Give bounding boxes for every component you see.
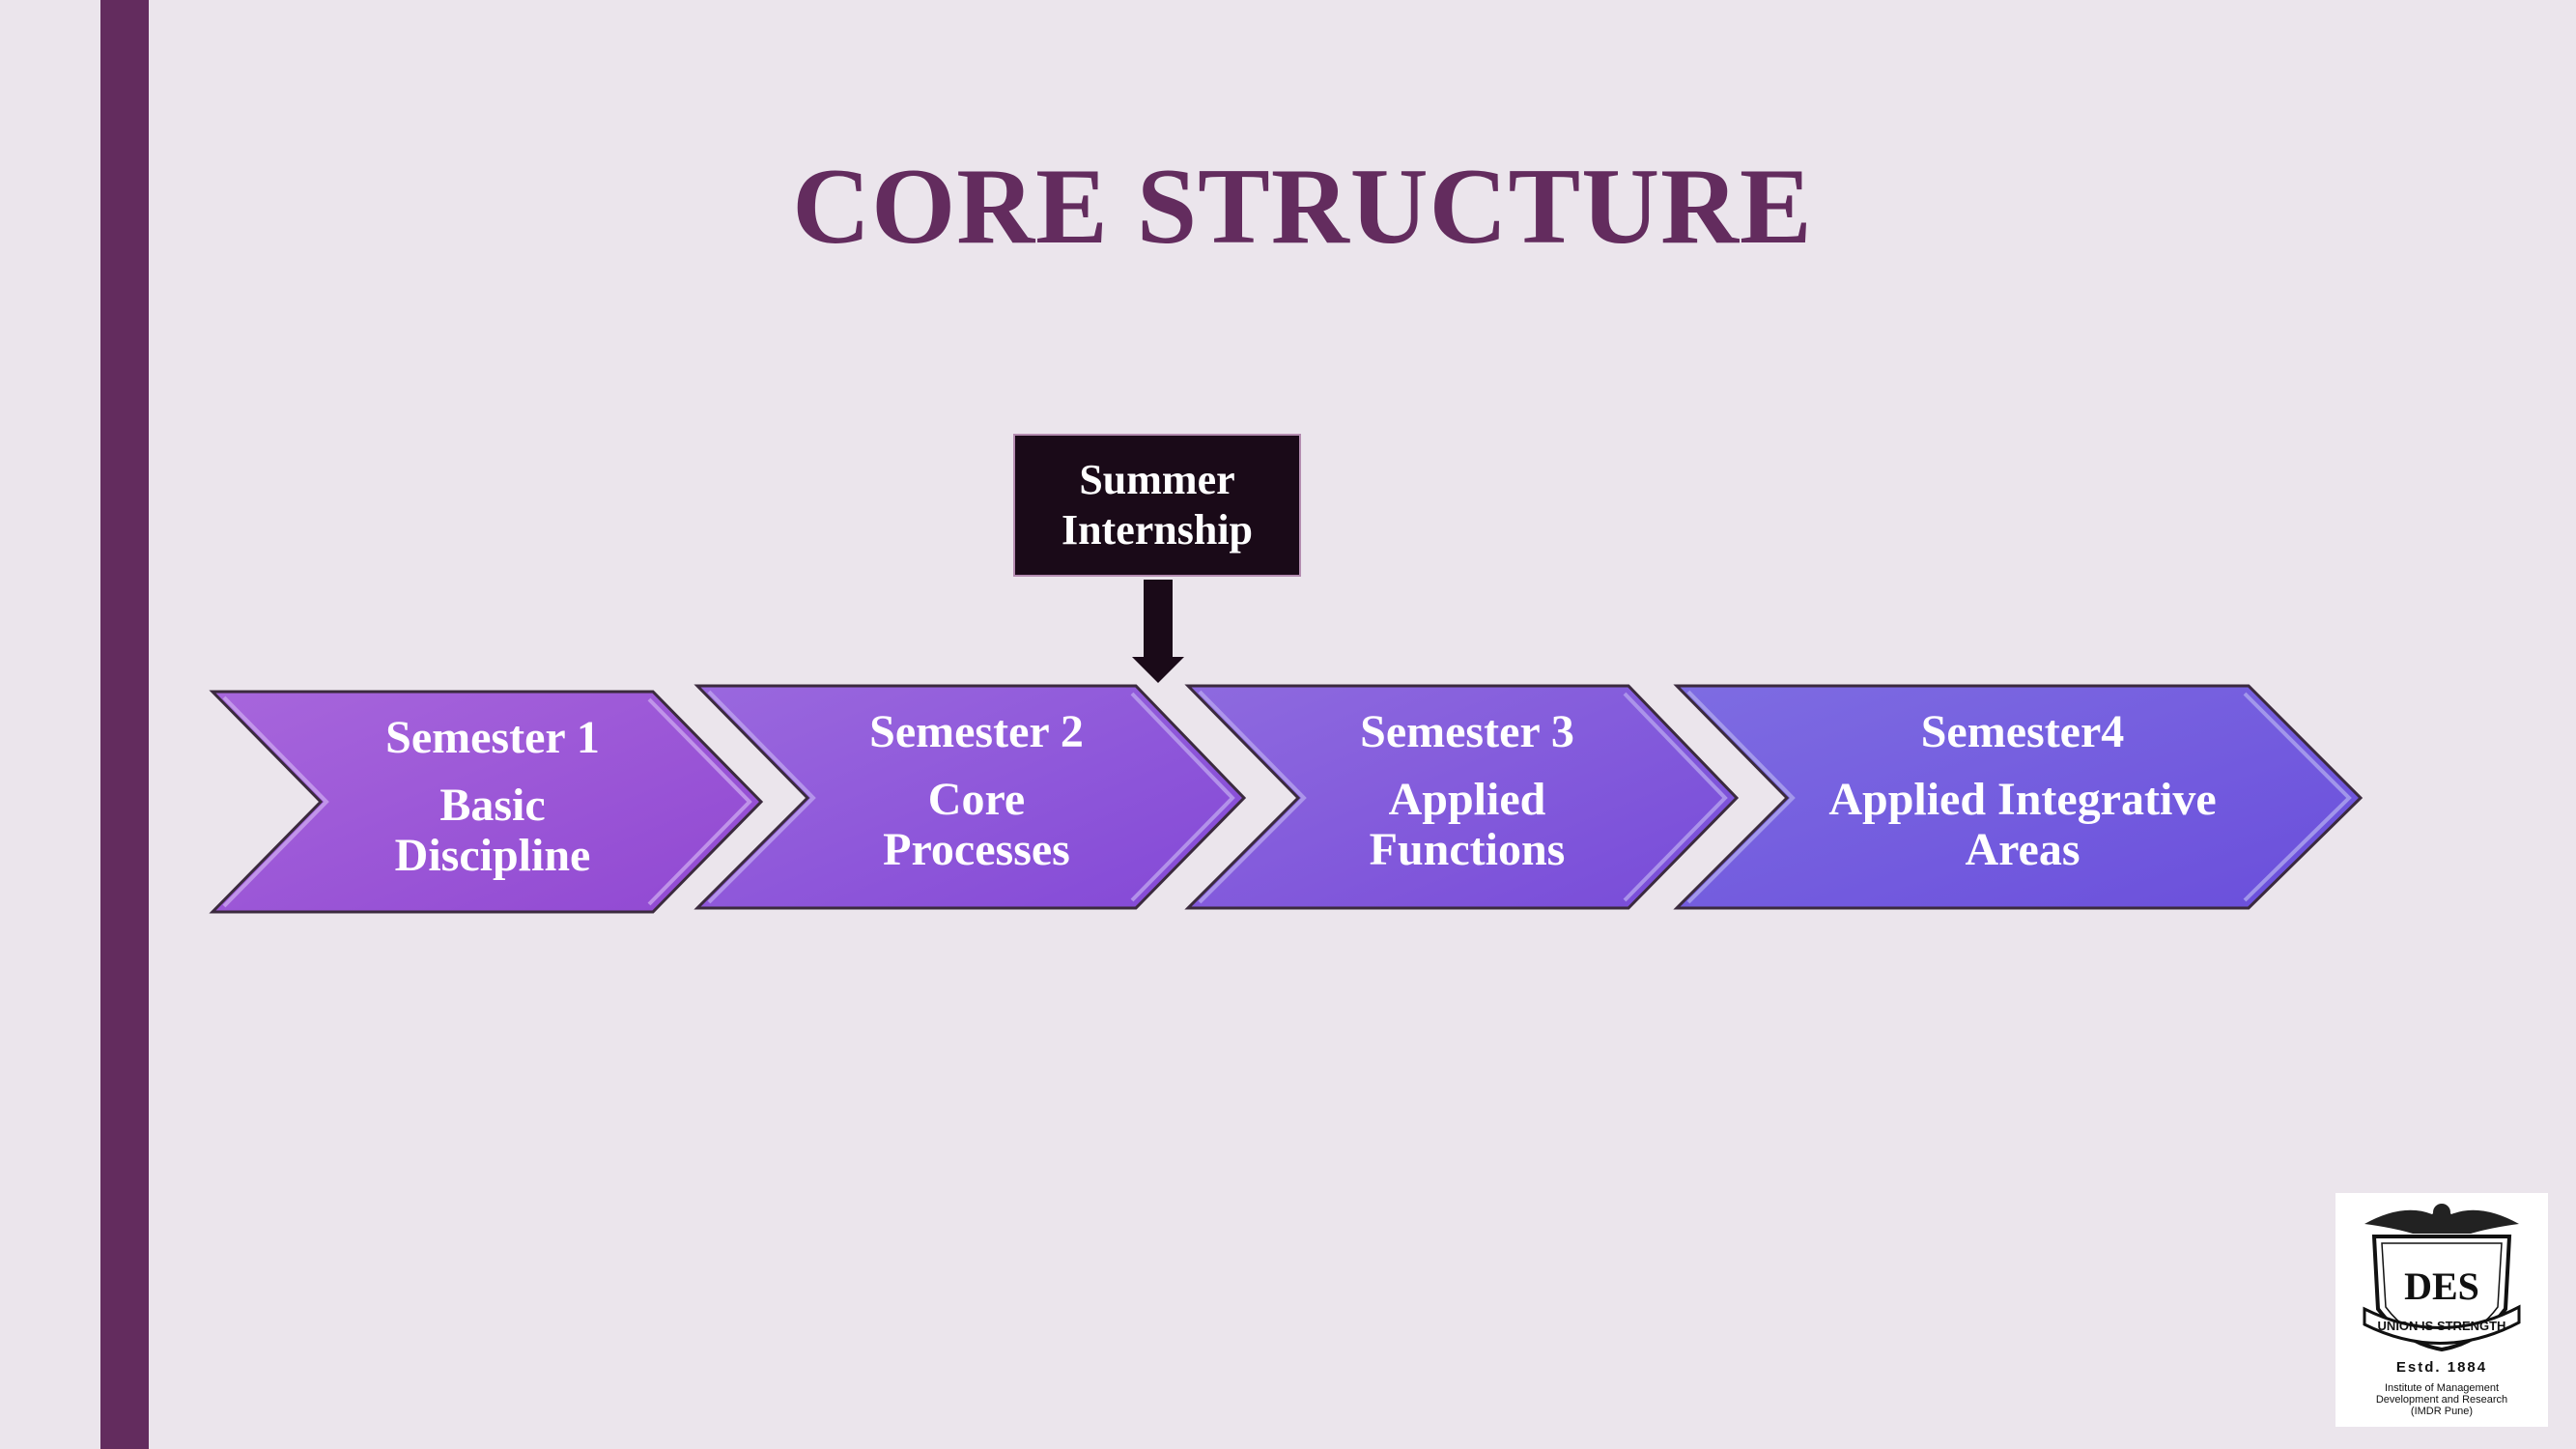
crest-icon: UNION IS STRENGTH DES	[2363, 1204, 2521, 1352]
chevron-semester-4	[1673, 684, 2364, 910]
side-accent-bar	[100, 0, 149, 1449]
stage-1-label: Semester 1 Basic Discipline	[328, 713, 657, 881]
stage-4-semester: Semester4	[1920, 706, 2125, 757]
chevron-semester-3	[1184, 684, 1740, 910]
chevron-semester-2	[694, 684, 1247, 910]
stage-3-subtitle: Applied Functions	[1369, 774, 1566, 875]
logo-monogram: DES	[2404, 1264, 2479, 1308]
stage-3-label: Semester 3 Applied Functions	[1303, 707, 1631, 875]
chevron-semester-1	[209, 690, 764, 914]
down-arrow-icon	[1132, 580, 1184, 683]
stage-2-semester: Semester 2	[869, 706, 1084, 757]
stage-1-subtitle: Basic Discipline	[394, 780, 591, 881]
stage-2-subtitle: Core Processes	[883, 774, 1070, 875]
stage-4-label: Semester4 Applied Integrative Areas	[1791, 707, 2254, 875]
logo-established: Estd. 1884	[2395, 1359, 2488, 1376]
page-title: CORE STRUCTURE	[792, 147, 1813, 267]
stage-2-label: Semester 2 Core Processes	[812, 707, 1141, 875]
stage-3-semester: Semester 3	[1360, 706, 1574, 757]
stage-1-semester: Semester 1	[385, 712, 600, 763]
institute-logo: UNION IS STRENGTH DES Estd. 1884 Institu…	[2335, 1193, 2548, 1427]
summer-internship-callout: Summer Internship	[1013, 434, 1301, 577]
logo-motto: UNION IS STRENGTH	[2378, 1319, 2506, 1333]
logo-caption: Institute of Management Development and …	[2375, 1382, 2508, 1417]
stage-4-subtitle: Applied Integrative Areas	[1828, 774, 2217, 875]
